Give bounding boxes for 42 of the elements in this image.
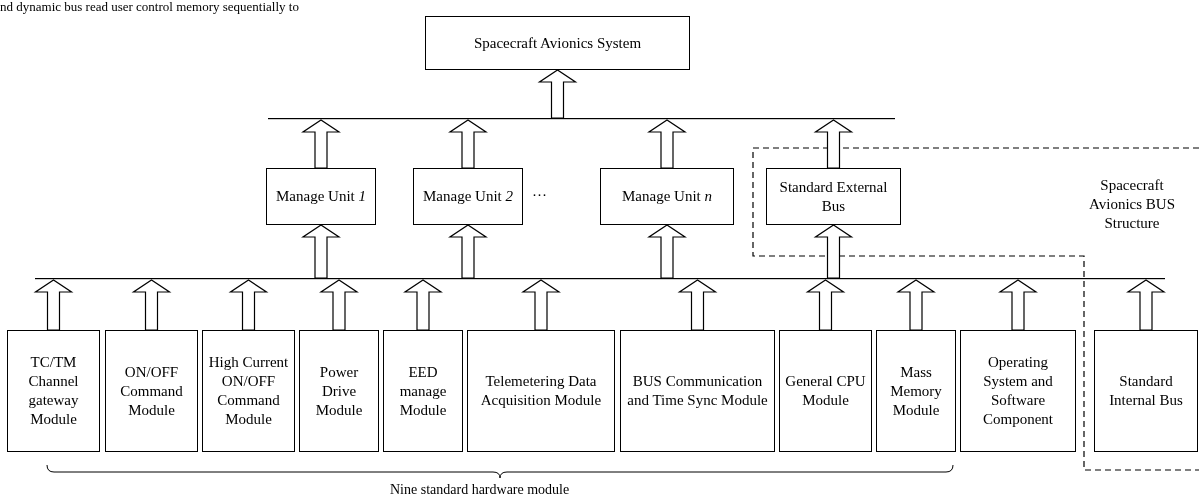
module-box: Manage Unit 2 <box>413 168 523 225</box>
hollow-arrow <box>448 119 488 169</box>
hollow-arrow <box>537 69 578 119</box>
module-box: ON/OFF Command Module <box>105 330 198 452</box>
hollow-arrow <box>301 119 341 169</box>
hollow-arrow <box>448 224 488 279</box>
hollow-arrow <box>677 279 718 331</box>
region-label: Spacecraft Avionics BUS Structure <box>1080 172 1184 236</box>
hollow-arrow <box>998 279 1038 331</box>
module-box: High Current ON/OFF Command Module <box>202 330 295 452</box>
module-box: Manage Unit n <box>600 168 734 225</box>
hollow-arrow <box>1126 279 1166 331</box>
module-box: Operating System and Software Component <box>960 330 1076 452</box>
hollow-arrow <box>805 279 846 331</box>
hollow-arrow <box>319 279 359 331</box>
hollow-arrow <box>228 279 269 331</box>
hollow-arrow <box>33 279 74 331</box>
hollow-arrow <box>521 279 561 331</box>
hollow-arrow <box>896 279 936 331</box>
module-box: General CPU Module <box>779 330 872 452</box>
bus-line <box>35 278 1165 280</box>
hollow-arrow <box>813 224 854 279</box>
module-box: Power Drive Module <box>299 330 379 452</box>
module-box: TC/TM Channel gateway Module <box>7 330 100 452</box>
module-box: Telemetering Data Acquisition Module <box>467 330 615 452</box>
hollow-arrow <box>403 279 443 331</box>
ellipsis: ··· <box>532 186 547 204</box>
hollow-arrow <box>647 119 687 169</box>
module-box: Standard External Bus <box>766 168 901 225</box>
brace-label: Nine standard hardware module <box>390 481 570 499</box>
module-box: BUS Communication and Time Sync Module <box>620 330 775 452</box>
hollow-arrow <box>301 224 341 279</box>
module-box: Standard Internal Bus <box>1094 330 1198 452</box>
bus-line <box>268 118 895 120</box>
module-box: EED manage Module <box>383 330 463 452</box>
module-box: Manage Unit 1 <box>266 168 376 225</box>
hollow-arrow <box>813 119 854 169</box>
module-box: Mass Memory Module <box>876 330 956 452</box>
hollow-arrow <box>647 224 687 279</box>
hollow-arrow <box>131 279 172 331</box>
body-text: nd dynamic bus read user control memory sequentially to <box>0 0 299 13</box>
module-box: Spacecraft Avionics System <box>425 16 690 70</box>
